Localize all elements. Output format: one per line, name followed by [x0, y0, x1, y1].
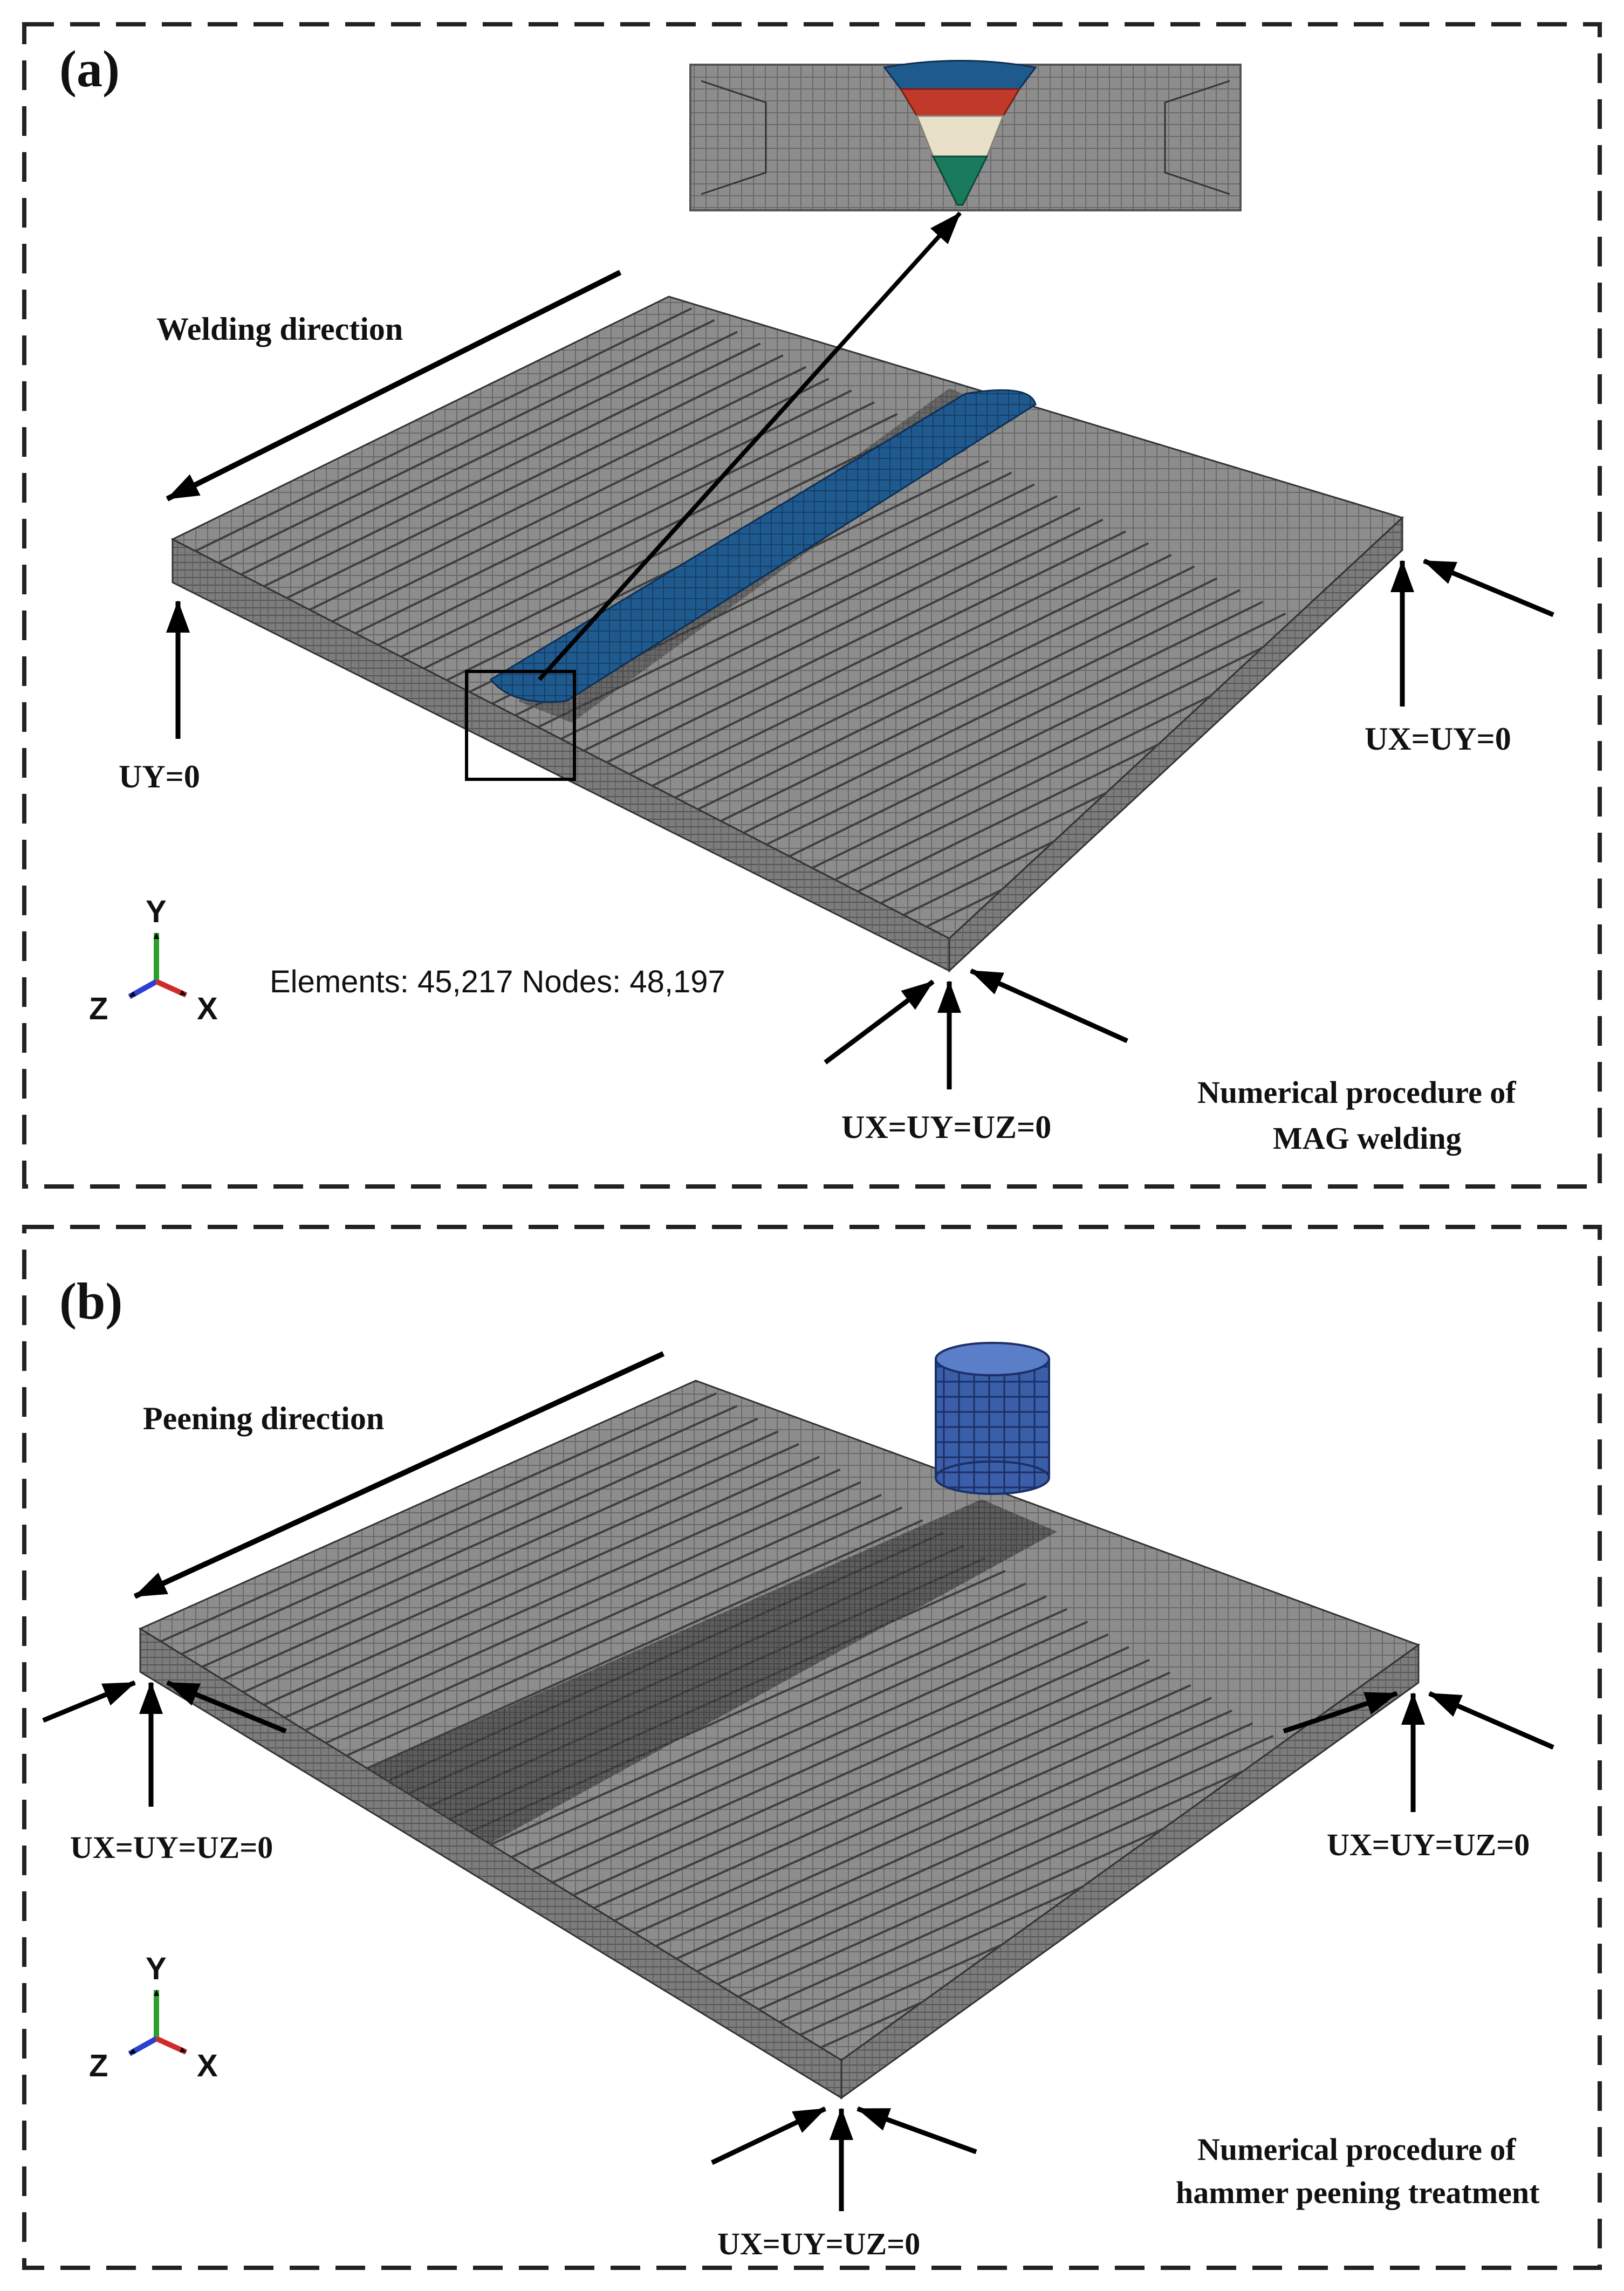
mesh-stripe	[629, 530, 1126, 776]
mesh-stripe	[652, 542, 1149, 787]
mesh-stripe	[217, 319, 715, 564]
mesh-stripe	[284, 1468, 841, 1719]
mesh-stripe	[697, 565, 1195, 811]
mesh-stripe	[286, 354, 784, 599]
mesh-stripe	[720, 577, 1218, 822]
mesh-stripe	[241, 331, 738, 576]
mesh-stripe	[573, 1646, 1129, 1896]
mesh-stripe	[583, 506, 1081, 752]
bc-right-b: UX=UY=UZ=0	[1327, 1827, 1530, 1862]
panel-a-label: (a)	[59, 40, 120, 98]
mesh-stripe	[195, 307, 693, 552]
mesh-stripe	[614, 1671, 1171, 1922]
mesh-stripe	[366, 1519, 923, 1769]
plate-a	[170, 211, 1404, 973]
mesh-stripe	[593, 1658, 1150, 1909]
mesh-stripe	[812, 624, 1309, 869]
mesh-stripe	[766, 601, 1264, 846]
axis-label-z: Z	[89, 991, 108, 1026]
mesh-stripe	[606, 518, 1104, 764]
mesh-stripe	[243, 1443, 799, 1693]
axis-label-y: Y	[146, 894, 167, 929]
mesh-stripe	[789, 612, 1286, 858]
mesh-stripe	[222, 1430, 779, 1680]
bc-bottom-b: UX=UY=UZ=0	[717, 2226, 920, 2261]
axis-label-z: Z	[89, 2048, 108, 2083]
mesh-stripe	[263, 1456, 820, 1706]
mesh-stripe	[332, 378, 830, 623]
axis-label-x: X	[197, 991, 218, 1026]
mesh-stripe	[552, 1633, 1109, 1884]
mesh-stripe	[655, 1697, 1212, 1947]
caption-b-line2: hammer peening treatment	[1176, 2175, 1540, 2210]
caption-a-line2: MAG welding	[1273, 1121, 1462, 1156]
welding-direction-arrow	[166, 270, 622, 502]
mesh-stripe	[325, 1493, 882, 1744]
mesh-stripe	[309, 366, 806, 611]
mesh-stripe	[181, 1405, 738, 1655]
mesh-stripe	[263, 342, 761, 587]
plate-b	[138, 1380, 1421, 2100]
weld-zoom-box	[465, 670, 576, 781]
mesh-stripe	[201, 1417, 758, 1668]
axis-triad-b: Y Z X	[89, 1951, 218, 2083]
bc-left-b: UX=UY=UZ=0	[70, 1830, 273, 1865]
mesh-stripe	[560, 495, 1058, 740]
mesh-stripe	[531, 1621, 1088, 1871]
hammer-cylinder	[935, 1342, 1050, 1495]
axis-label-x: X	[197, 2048, 218, 2083]
mesh-stripe	[490, 1595, 1047, 1846]
bc-bottom-a: UX=UY=UZ=0	[841, 1109, 1051, 1145]
bc-left-a: UY=0	[119, 759, 200, 794]
mesh-stripe	[400, 413, 898, 658]
mesh-stripe	[378, 401, 875, 646]
weld-bead-a	[489, 389, 1037, 703]
mesh-stripe	[738, 1747, 1294, 1998]
axis-triad-a: Y Z X	[89, 894, 218, 1026]
mesh-stripe	[305, 1481, 861, 1732]
mesh-stripe	[354, 389, 852, 634]
peened-weld-zone	[367, 1499, 1057, 1861]
panel-b-label: (b)	[59, 1272, 122, 1330]
mesh-stripe	[634, 1684, 1191, 1935]
panel-a-frame	[22, 22, 1602, 1189]
panel-b-frame	[22, 1225, 1602, 2270]
welding-direction-label: Welding direction	[156, 311, 403, 347]
peening-direction-label: Peening direction	[143, 1401, 384, 1436]
mesh-stripe	[674, 554, 1172, 799]
peening-direction-arrow	[133, 1351, 665, 1599]
mesh-stripe	[743, 589, 1241, 834]
mesh-statistics: Elements: 45,217 Nodes: 48,197	[270, 964, 725, 999]
caption-b-line1: Numerical procedure of	[1197, 2132, 1516, 2167]
mesh-stripe	[346, 1506, 903, 1757]
axis-label-y: Y	[146, 1951, 167, 1986]
weld-cross-section-inset	[689, 60, 1242, 211]
mesh-stripe	[423, 424, 921, 670]
mesh-stripe	[511, 1608, 1068, 1858]
mesh-stripe	[717, 1734, 1274, 1985]
bc-right-a: UX=UY=0	[1365, 721, 1511, 757]
mesh-stripe	[160, 1392, 717, 1643]
caption-a-line1: Numerical procedure of	[1197, 1075, 1516, 1110]
mesh-stripe	[696, 1722, 1253, 1973]
mesh-stripe	[676, 1709, 1232, 1960]
